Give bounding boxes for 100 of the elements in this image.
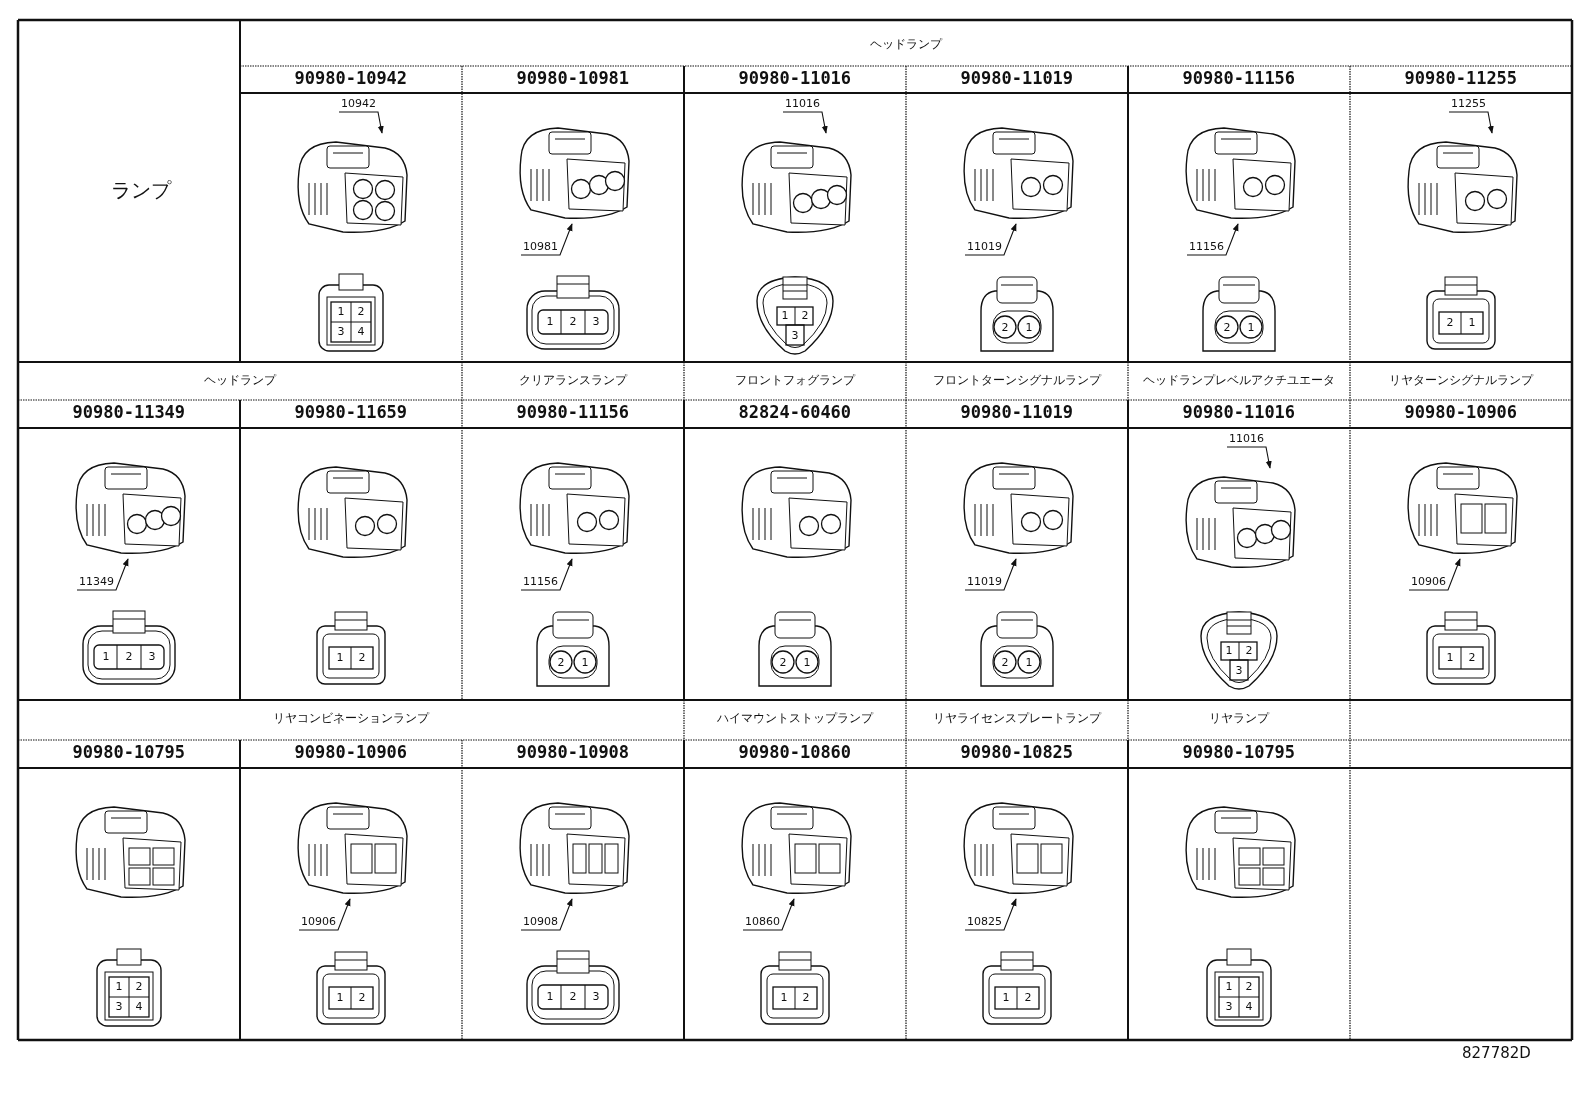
leader-line xyxy=(520,223,573,256)
part-code-label: 11156 xyxy=(1187,239,1226,255)
group-header: フロントフォグランプ xyxy=(735,374,855,386)
part-number: 90980-11019 xyxy=(960,404,1074,421)
pin-number: 4 xyxy=(134,1001,144,1012)
pin-number: 1 xyxy=(779,992,789,1003)
leader-line xyxy=(742,898,795,931)
part-number: 90980-10906 xyxy=(294,744,408,761)
pin-number: 1 xyxy=(335,652,345,663)
group-header: リヤランプ xyxy=(1209,712,1269,724)
part-number: 82824-60460 xyxy=(738,404,852,421)
leader-line xyxy=(782,111,828,134)
pin-number: 4 xyxy=(1244,1001,1254,1012)
pin-number: 2 xyxy=(1244,645,1254,656)
pin-number: 2 xyxy=(801,992,811,1003)
part-code-label: 10906 xyxy=(299,914,338,930)
pin-number: 1 xyxy=(336,306,346,317)
pin-number: 1 xyxy=(1224,981,1234,992)
part-number: 90980-11156 xyxy=(1182,70,1296,87)
group-header: リヤライセンスプレートランプ xyxy=(933,712,1101,724)
pin-number: 2 xyxy=(1000,322,1010,333)
figure-code: 827782D xyxy=(1462,1046,1531,1061)
pin-number: 2 xyxy=(800,310,810,321)
part-code-label: 11156 xyxy=(521,574,560,590)
pin-number: 2 xyxy=(356,306,366,317)
leader-line xyxy=(76,558,129,591)
part-code-label: 10825 xyxy=(965,914,1004,930)
leader-line xyxy=(520,898,573,931)
part-code-label: 10942 xyxy=(339,96,378,112)
group-header: ヘッドランプレベルアクチユエータ xyxy=(1143,374,1335,386)
group-header: リヤターンシグナルランプ xyxy=(1389,374,1533,386)
part-number: 90980-11349 xyxy=(72,404,186,421)
pin-number: 3 xyxy=(114,1001,124,1012)
part-code-label: 10906 xyxy=(1409,574,1448,590)
leader-line xyxy=(520,558,573,591)
pin-number: 1 xyxy=(1224,645,1234,656)
pin-number: 3 xyxy=(591,316,601,327)
part-number: 90980-10795 xyxy=(1182,744,1296,761)
part-number: 90980-11016 xyxy=(738,70,852,87)
pin-number: 2 xyxy=(1467,652,1477,663)
group-header: クリアランスランプ xyxy=(519,374,627,386)
pin-number: 2 xyxy=(568,316,578,327)
leader-line xyxy=(964,898,1017,931)
pin-number: 1 xyxy=(1001,992,1011,1003)
pin-number: 2 xyxy=(1222,322,1232,333)
pin-number: 2 xyxy=(357,992,367,1003)
pin-number: 1 xyxy=(1445,652,1455,663)
row-heading: ランプ xyxy=(111,180,171,200)
part-number: 90980-11255 xyxy=(1404,70,1518,87)
leader-line xyxy=(1226,446,1272,469)
group-header: リヤコンビネーションランプ xyxy=(273,712,429,724)
pin-number: 2 xyxy=(1023,992,1033,1003)
part-number: 90980-10795 xyxy=(72,744,186,761)
part-number: 90980-10860 xyxy=(738,744,852,761)
part-number: 90980-10908 xyxy=(516,744,630,761)
pin-number: 3 xyxy=(1234,665,1244,676)
pin-number: 3 xyxy=(591,991,601,1002)
pin-number: 3 xyxy=(147,651,157,662)
part-number: 90980-10981 xyxy=(516,70,630,87)
leader-line xyxy=(298,898,351,931)
part-code-label: 11349 xyxy=(77,574,116,590)
leader-line xyxy=(1408,558,1461,591)
part-number: 90980-11016 xyxy=(1182,404,1296,421)
pin-number: 1 xyxy=(545,316,555,327)
group-header: フロントターンシグナルランプ xyxy=(933,374,1101,386)
pin-number: 3 xyxy=(790,330,800,341)
pin-number: 2 xyxy=(357,652,367,663)
pin-number: 1 xyxy=(780,310,790,321)
group-header: ヘッドランプ xyxy=(204,374,276,386)
pin-number: 2 xyxy=(124,651,134,662)
pin-number: 4 xyxy=(356,326,366,337)
pin-number: 1 xyxy=(1246,322,1256,333)
leader-line xyxy=(964,558,1017,591)
pin-number: 3 xyxy=(1224,1001,1234,1012)
pin-number: 2 xyxy=(1000,657,1010,668)
part-code-label: 10981 xyxy=(521,239,560,255)
pin-number: 1 xyxy=(114,981,124,992)
part-number: 90980-10825 xyxy=(960,744,1074,761)
part-code-label: 10860 xyxy=(743,914,782,930)
part-number: 90980-11019 xyxy=(960,70,1074,87)
pin-number: 1 xyxy=(1024,657,1034,668)
pin-number: 1 xyxy=(101,651,111,662)
pin-number: 2 xyxy=(1244,981,1254,992)
part-number: 90980-10942 xyxy=(294,70,408,87)
part-number: 90980-11659 xyxy=(294,404,408,421)
pin-number: 3 xyxy=(336,326,346,337)
part-code-label: 11255 xyxy=(1449,96,1488,112)
pin-number: 1 xyxy=(545,991,555,1002)
leader-line xyxy=(338,111,384,134)
pin-number: 1 xyxy=(580,657,590,668)
pin-number: 2 xyxy=(1445,317,1455,328)
pin-number: 2 xyxy=(556,657,566,668)
pin-number: 1 xyxy=(1024,322,1034,333)
part-code-label: 10908 xyxy=(521,914,560,930)
pin-number: 2 xyxy=(568,991,578,1002)
group-header: ヘッドランプ xyxy=(870,38,942,50)
leader-line xyxy=(1448,111,1494,134)
part-number: 90980-11156 xyxy=(516,404,630,421)
pin-number: 2 xyxy=(134,981,144,992)
part-number: 90980-10906 xyxy=(1404,404,1518,421)
